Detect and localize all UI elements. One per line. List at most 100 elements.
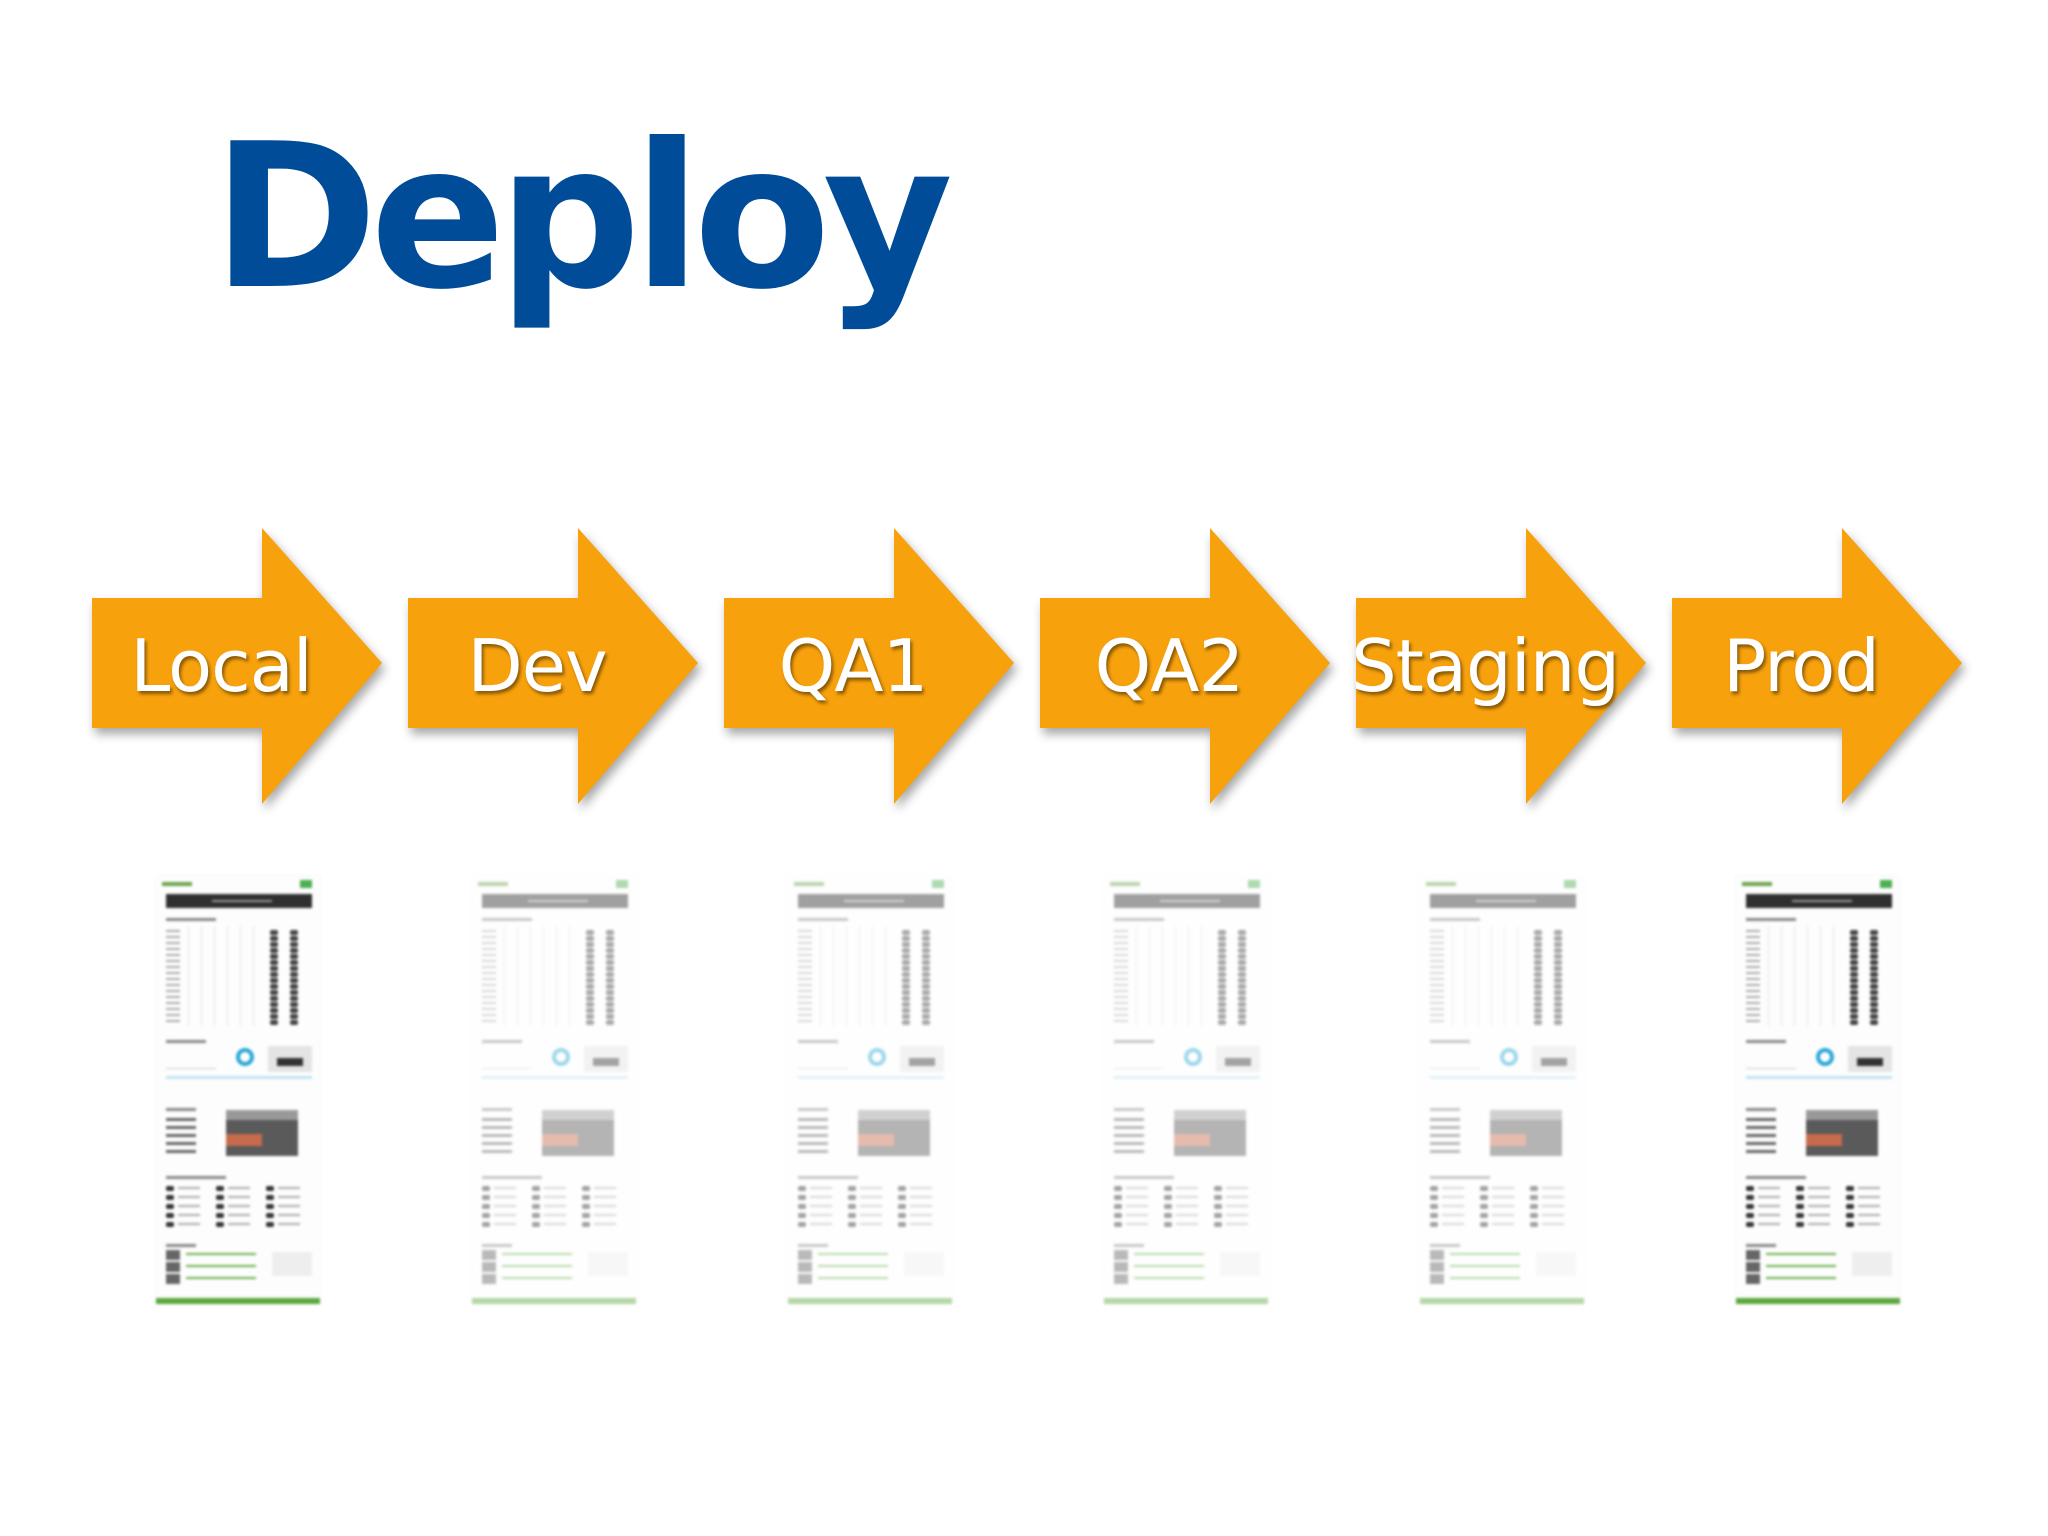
thumb-table-cell: [290, 966, 298, 971]
thumb-table-row-label: [1430, 936, 1444, 938]
thumb-table-row-label: [1114, 936, 1128, 938]
thumb-photo: [1806, 1110, 1878, 1156]
thumb-table-row-label: [1114, 984, 1128, 986]
stage-arrow-qa1: QA1: [724, 528, 1016, 804]
thumb-table-row-label: [798, 930, 812, 932]
thumb-listing-item: [1846, 1213, 1854, 1218]
thumb-table-gridline: [530, 926, 531, 1026]
thumb-image-detail: [592, 1058, 620, 1066]
environment-screenshot-qa2: [1104, 876, 1268, 1304]
thumb-table-cell: [902, 984, 910, 989]
thumb-table-gridline: [1504, 926, 1505, 1026]
thumb-news-image: [1430, 1274, 1444, 1284]
thumb-list-line: [1430, 1142, 1460, 1145]
thumb-news-link: [1134, 1253, 1204, 1255]
thumb-table-cell: [1534, 960, 1542, 965]
thumb-table-row-label: [482, 1014, 496, 1016]
thumb-table-cell: [1218, 1014, 1226, 1019]
thumb-table-cell: [1850, 960, 1858, 965]
thumb-table-cell: [1554, 954, 1562, 959]
thumb-table-cell: [606, 930, 614, 935]
thumb-listing-text: [1226, 1187, 1248, 1189]
thumb-table-row-label: [1430, 1014, 1444, 1016]
thumb-table-heading: [1114, 918, 1164, 921]
thumb-image-detail: [276, 1058, 304, 1066]
thumb-listing-text: [594, 1223, 616, 1225]
thumb-table-cell: [1850, 936, 1858, 941]
thumb-table-row-label: [798, 990, 812, 992]
thumb-table-cell: [1850, 966, 1858, 971]
thumb-listing-item: [1114, 1195, 1122, 1200]
thumb-listing-item: [1164, 1186, 1172, 1191]
thumb-listing-item: [1164, 1213, 1172, 1218]
thumb-news-link: [502, 1277, 572, 1279]
thumb-table-gridline: [214, 926, 215, 1026]
thumb-section-heading: [166, 1040, 206, 1043]
thumb-listing-section: [482, 1176, 628, 1236]
thumb-table-row-label: [798, 1014, 812, 1016]
thumb-listing-item: [1430, 1213, 1438, 1218]
thumb-photo-detail: [226, 1134, 262, 1146]
thumb-listing-text: [1542, 1223, 1564, 1225]
thumb-listing-text: [1758, 1214, 1780, 1216]
thumb-table-cell: [1554, 1002, 1562, 1007]
thumb-listing-text: [178, 1196, 200, 1198]
thumb-table-cell: [1238, 996, 1246, 1001]
thumb-chart-line: [1114, 1058, 1164, 1069]
thumb-news-image: [482, 1274, 496, 1284]
thumb-table-row-label: [1746, 930, 1760, 932]
thumb-table-cell: [922, 1014, 930, 1019]
thumb-listing-item: [1530, 1222, 1538, 1227]
thumb-table-gridline: [1820, 926, 1821, 1026]
thumb-table-row-label: [1430, 984, 1444, 986]
thumb-table-cell: [922, 984, 930, 989]
thumb-table-gridline: [1768, 926, 1769, 1026]
thumb-listing-item: [898, 1195, 906, 1200]
thumb-photo: [226, 1110, 298, 1156]
thumb-listing-text: [1858, 1196, 1880, 1198]
thumb-listing-text: [1492, 1187, 1514, 1189]
thumb-tab-strip: [1430, 1076, 1576, 1079]
thumb-table-row-label: [798, 936, 812, 938]
thumb-listing-text: [494, 1196, 516, 1198]
thumb-tab-strip: [1114, 1076, 1260, 1079]
thumb-listing-text: [544, 1214, 566, 1216]
thumb-listing-item: [1114, 1222, 1122, 1227]
thumb-table-row-label: [166, 978, 180, 980]
thumb-listing-item: [1530, 1186, 1538, 1191]
thumb-table-gridline: [240, 926, 241, 1026]
thumb-table-cell: [290, 996, 298, 1001]
thumb-listing-item: [848, 1222, 856, 1227]
thumb-listing-text: [910, 1214, 932, 1216]
thumb-table-cell: [1534, 984, 1542, 989]
thumb-photo-detail: [858, 1134, 894, 1146]
thumb-listing-text: [1542, 1196, 1564, 1198]
thumb-section-heading: [1430, 1244, 1460, 1247]
thumb-news-image: [166, 1250, 180, 1260]
thumb-table-row-label: [482, 984, 496, 986]
thumb-table-cell: [1850, 948, 1858, 953]
thumb-listing-text: [178, 1214, 200, 1216]
thumb-section-heading: [1746, 1108, 1776, 1111]
thumb-table-cell: [606, 1008, 614, 1013]
thumb-table-cell: [290, 960, 298, 965]
thumb-listing-text: [1176, 1187, 1198, 1189]
thumb-table-gridline: [846, 926, 847, 1026]
thumb-table-row-label: [482, 936, 496, 938]
thumb-listing-item: [848, 1186, 856, 1191]
thumb-table-gridline: [1149, 926, 1150, 1026]
thumb-list-line: [798, 1118, 828, 1121]
thumb-news-link: [1134, 1277, 1204, 1279]
thumb-list-line: [1114, 1134, 1144, 1137]
thumb-table-cell: [270, 930, 278, 935]
thumb-list-line: [1430, 1118, 1460, 1121]
thumb-table-cell: [606, 936, 614, 941]
thumb-table-cell: [586, 936, 594, 941]
thumb-listing-item: [266, 1222, 274, 1227]
thumb-section-heading: [482, 1040, 522, 1043]
thumb-nav-text: [528, 900, 588, 902]
thumb-listing-item: [1796, 1222, 1804, 1227]
thumb-list-line: [166, 1126, 196, 1129]
thumb-list-line: [1746, 1118, 1776, 1121]
thumb-table-row-label: [1746, 942, 1760, 944]
